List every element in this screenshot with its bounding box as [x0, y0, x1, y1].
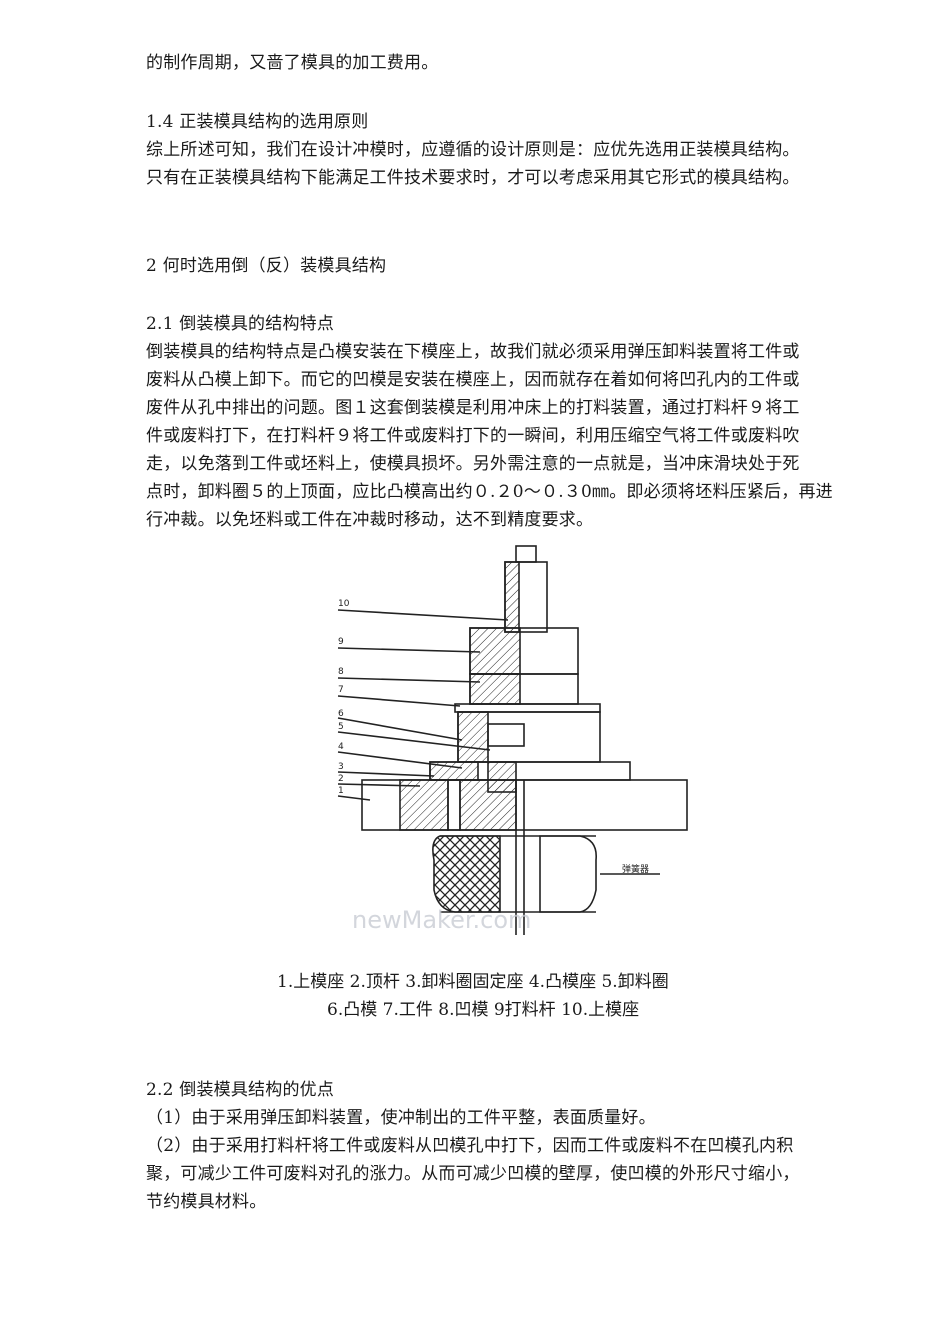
- paragraph-line: 倒装模具的结构特点是凸模安装在下模座上，故我们就必须采用弹压卸料装置将工件或: [146, 342, 800, 362]
- paragraph-line: 只有在正装模具结构下能满足工件技术要求时，才可以考虑采用其它形式的模具结构。: [146, 168, 800, 188]
- spring-label: 弹簧器: [622, 863, 649, 875]
- part-labels: 10 9 8 7 6 5 4 3 2 1 弹簧器: [338, 599, 649, 875]
- part-label: 3: [338, 762, 344, 772]
- top-nut: [515, 545, 537, 563]
- part-label: 4: [338, 742, 344, 752]
- figure-caption-line1: 1.上模座 2.顶杆 3.卸料圈固定座 4.凸模座 5.卸料圈: [277, 972, 669, 992]
- paragraph-line: （2）由于采用打料杆将工件或废料从凹模孔中打下，因而工件或废料不在凹模孔内积: [146, 1136, 794, 1156]
- section-heading-1-4: 1.4 正装模具结构的选用原则: [146, 112, 369, 132]
- paragraph-line: 点时，卸料圈５的上顶面，应比凸模高出约０.２0～０.３0㎜。即必须将坯料压紧后，…: [146, 482, 833, 502]
- part-label: 7: [338, 685, 344, 695]
- part-label: 6: [338, 709, 344, 719]
- paragraph-line: 的制作周期，又啬了模具的加工费用。: [146, 53, 439, 73]
- part-label: 1: [338, 786, 344, 796]
- paragraph-line: 行冲裁。以免坯料或工件在冲裁时移动，达不到精度要求。: [146, 510, 594, 530]
- paragraph-line: 节约模具材料。: [146, 1192, 267, 1212]
- section-heading-2: 2 何时选用倒（反）装模具结构: [146, 256, 387, 276]
- part-label: 8: [338, 667, 344, 677]
- part-label: 5: [338, 722, 344, 732]
- part-label: 9: [338, 637, 344, 647]
- paragraph-line: 综上所述可知，我们在设计冲模时，应遵循的设计原则是：应优先选用正装模具结构。: [146, 140, 800, 160]
- die-structure-figure: 10 9 8 7 6 5 4 3 2 1 弹簧器 newMaker.com: [337, 545, 688, 935]
- paragraph-line: （1）由于采用弹压卸料装置，使冲制出的工件平整，表面质量好。: [146, 1108, 656, 1128]
- paragraph-line: 废料从凸模上卸下。而它的凹模是安装在模座上，因而就存在着如何将凹孔内的工件或: [146, 370, 800, 390]
- section-heading-2-2: 2.2 倒装模具结构的优点: [146, 1080, 335, 1100]
- figure-caption-line2: 6.凸模 7.工件 8.凹模 9打料杆 10.上模座: [327, 1000, 640, 1020]
- part-label: 2: [338, 774, 344, 784]
- paragraph-line: 件或废料打下，在打料杆９将工件或废料打下的一瞬间，利用压缩空气将工件或废料吹: [146, 426, 800, 446]
- paragraph-line: 聚，可减少工件可废料对孔的涨力。从而可减少凹模的壁厚，使凹模的外形尺寸缩小，: [146, 1164, 800, 1184]
- section-heading-2-1: 2.1 倒装模具的结构特点: [146, 314, 335, 334]
- paragraph-line: 走，以免落到工件或坯料上，使模具损坏。另外需注意的一点就是，当冲床滑块处于死: [146, 454, 800, 474]
- drawing-body: [337, 545, 688, 935]
- watermark: newMaker.com: [352, 906, 531, 934]
- part-label: 10: [338, 599, 350, 609]
- paragraph-line: 废件从孔中排出的问题。图１这套倒装模是利用冲床上的打料装置，通过打料杆９将工: [146, 398, 800, 418]
